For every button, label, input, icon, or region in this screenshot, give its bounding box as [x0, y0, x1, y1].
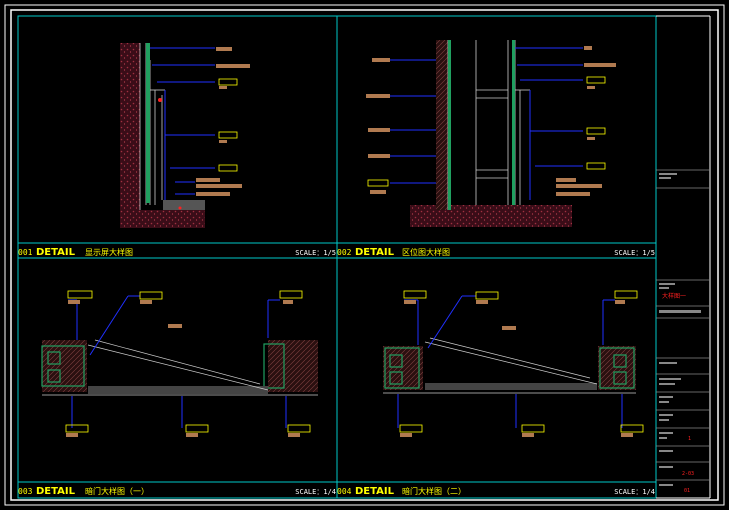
- outer-border: [4, 4, 725, 506]
- caption-002-title: 区位图大样图: [402, 247, 450, 257]
- caption-003-num: 003: [18, 487, 33, 496]
- caption-002-detail: DETAIL: [355, 247, 395, 258]
- caption-003-scale: SCALE：1/4: [295, 488, 336, 496]
- caption-004-title: 暗门大样图（二）: [402, 486, 466, 496]
- caption-004-scale: SCALE：1/4: [614, 488, 655, 496]
- caption-003: 003 DETAIL 暗门大样图（一） SCALE：1/4: [18, 486, 336, 497]
- caption-001-num: 001: [18, 248, 33, 257]
- caption-001: 001 DETAIL 显示屏大样图 SCALE：1/5: [18, 247, 336, 258]
- inner-border: [10, 9, 719, 501]
- title-block-red-num-3: 01: [684, 488, 690, 494]
- caption-003-detail: DETAIL: [36, 486, 76, 497]
- caption-001-title: 显示屏大样图: [85, 247, 133, 257]
- detail-002-drawing: [366, 40, 616, 227]
- caption-004-num: 004: [337, 487, 352, 496]
- detail-001-drawing: [120, 43, 250, 228]
- caption-002-num: 002: [337, 248, 352, 257]
- caption-003-title: 暗门大样图（一）: [85, 486, 149, 496]
- caption-004-detail: DETAIL: [355, 486, 395, 497]
- title-block-red-label: 大样图一: [662, 292, 686, 300]
- caption-001-detail: DETAIL: [36, 247, 76, 258]
- title-block-red-num-1: 1: [688, 436, 691, 442]
- detail-004-drawing: [383, 290, 644, 437]
- title-block-red-num-2: 2-03: [682, 471, 694, 477]
- caption-004: 004 DETAIL 暗门大样图（二） SCALE：1/4: [337, 486, 655, 497]
- detail-003-drawing: [41, 290, 318, 437]
- caption-002: 002 DETAIL 区位图大样图 SCALE：1/5: [337, 247, 655, 258]
- caption-002-scale: SCALE：1/5: [614, 249, 655, 257]
- panel-grid: [17, 15, 657, 499]
- title-block: 大样图一 1 2-03 01: [656, 15, 711, 499]
- caption-001-scale: SCALE：1/5: [295, 249, 336, 257]
